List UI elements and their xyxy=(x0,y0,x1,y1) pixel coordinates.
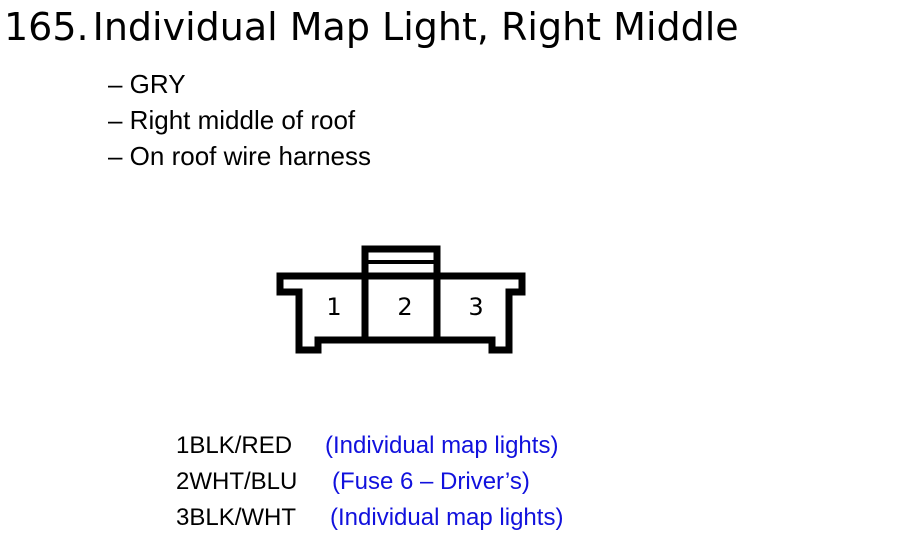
pin-description: (Fuse 6 – Driver’s) xyxy=(332,468,530,495)
pin-label-3: 3 xyxy=(468,293,483,321)
pin-row: 2WHT/BLU (Fuse 6 – Driver’s) xyxy=(176,464,563,500)
pin-wire-code: 3BLK/WHT xyxy=(176,504,297,531)
connector-housing xyxy=(276,272,526,354)
pin-label-1: 1 xyxy=(326,293,341,321)
title-number: 165. xyxy=(4,5,89,49)
connector-info-list: – GRY – Right middle of roof – On roof w… xyxy=(108,66,371,174)
info-location: – Right middle of roof xyxy=(108,105,356,135)
pin-assignment-list: 1BLK/RED (Individual map lights) 2WHT/BLU… xyxy=(176,428,563,536)
pin-description: (Individual map lights) xyxy=(325,432,559,459)
page-title: 165.Individual Map Light, Right Middle xyxy=(4,4,739,50)
pin-label-2: 2 xyxy=(397,293,412,321)
info-harness: – On roof wire harness xyxy=(108,141,372,171)
pin-wire-code: 1BLK/RED xyxy=(176,432,293,459)
info-color: – GRY xyxy=(108,69,186,99)
pin-description: (Individual map lights) xyxy=(330,504,564,531)
pin-wire-code: 2WHT/BLU xyxy=(176,468,298,495)
title-text: Individual Map Light, Right Middle xyxy=(92,5,739,49)
connector-diagram: 1 2 3 xyxy=(276,245,526,354)
pin-row: 1BLK/RED (Individual map lights) xyxy=(176,428,563,464)
pin-row: 3BLK/WHT (Individual map lights) xyxy=(176,500,563,536)
